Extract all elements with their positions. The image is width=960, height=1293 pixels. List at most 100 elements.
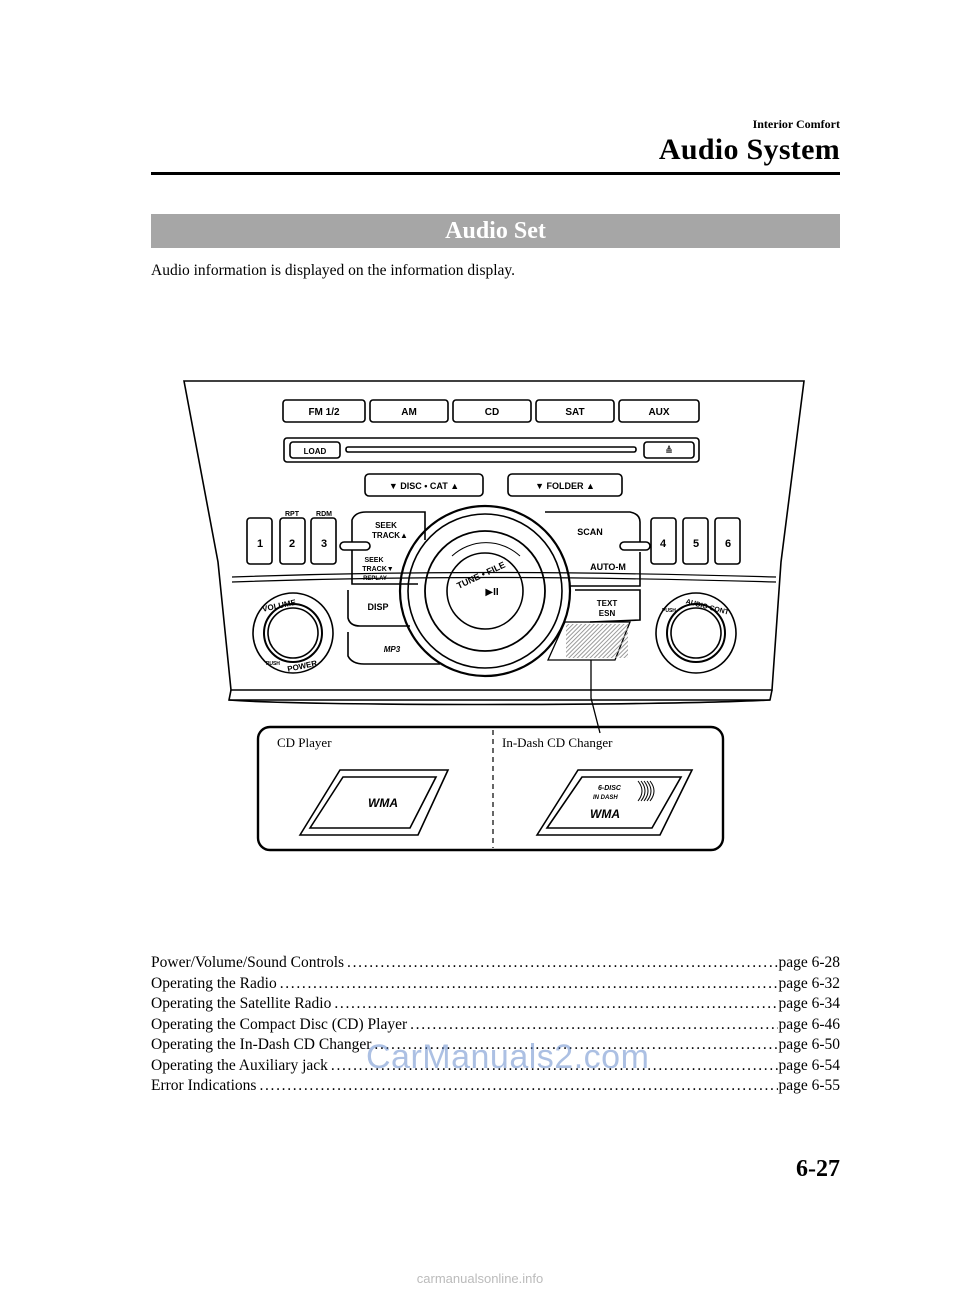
toc-dots [256,1076,778,1097]
panel-outline [183,380,805,691]
cd-player-label: CD Player [277,735,332,750]
rdm-label: RDM [316,511,332,518]
aux-label: AUX [648,407,669,418]
wma-left-label: WMA [368,796,398,810]
toc-title: Error Indications [151,1077,257,1094]
am-button [369,399,449,423]
disp-label: DISP [367,602,388,612]
audio-cont-knob [666,603,726,663]
toc-title: Power/Volume/Sound Controls [151,954,345,971]
leader-line [590,660,601,734]
toc-dots [277,974,779,995]
section-heading: Audio Set [151,214,840,248]
toc-row: Operating the Auxiliary jack page 6-54 [151,1056,840,1077]
load-button [289,441,341,459]
intro-text: Audio information is displayed on the in… [151,262,516,279]
toc-page: page 6-50 [778,1036,840,1053]
watermark-text: CarManuals2.com [366,1038,650,1076]
audio-cont-knob-ring [655,592,737,674]
page-number: 6-27 [796,1156,840,1182]
toc-page: page 6-55 [778,1077,840,1094]
folder-button [507,473,623,497]
toc-page: page 6-46 [778,1015,840,1033]
auto-m-button [570,552,641,587]
disp-button [347,590,410,627]
preset-4-button [650,517,677,565]
sat-label: SAT [565,407,584,418]
six-disc-label: 6-DISC [598,785,622,792]
section-title: Audio System [658,133,840,166]
footer-text: carmanualsonline.info [416,1271,544,1286]
toc-dots [344,953,778,974]
toc-row: Operating the Radiopage 6-32 [151,974,840,995]
wma-badge-right [535,769,694,836]
eject-button [643,441,695,459]
text-label: TEXT [597,599,618,608]
volume-knob-ring [252,592,334,674]
seek-up-label-2: TRACK▲ [372,531,408,540]
toc-page: page 6-34 [778,995,840,1012]
preset-6-button [714,517,741,565]
aux-button [618,399,700,423]
preset-2-label: 2 [289,538,295,550]
esn-label: ESN [599,609,616,618]
toc-page: page 6-54 [778,1056,840,1074]
toc-title: Operating the Auxiliary jack [151,1056,328,1074]
toc-title: Operating the In-Dash CD Changer [151,1036,372,1053]
toc-row: Operating the In-Dash CD Changer page 6-5… [151,1035,840,1056]
rpt-label: RPT [285,511,300,518]
preset-5-label: 5 [693,538,699,550]
preset-1-label: 1 [257,538,263,550]
header-rule [151,172,840,175]
toc-page: page 6-32 [778,974,840,992]
play-pause-label: ▶II [485,587,498,598]
toc-title: Operating the Compact Disc (CD) Player [151,1015,408,1033]
preset-2-button [279,517,306,565]
load-label: LOAD [304,447,327,456]
sat-button [535,399,615,423]
cd-button [452,399,532,423]
tune-dial-outer [398,504,572,678]
toc-page: page 6-28 [778,954,840,971]
tune-file-label: TUNE • FILE [455,560,506,591]
toc-list: Power/Volume/Sound Controls page 6-28Oper… [151,953,840,1097]
scan-label: SCAN [577,527,603,537]
scan-button [545,511,641,542]
wma-right-label: WMA [590,807,620,821]
preset-1-button [246,517,273,565]
folder-label: ▼ FOLDER ▲ [535,481,595,491]
cd-slot-bezel [283,437,700,463]
logo-slot [546,621,631,661]
play-pause-button [446,552,524,630]
preset-6-label: 6 [725,538,731,550]
in-dash-changer-label: In-Dash CD Changer [502,735,613,750]
preset-5-button [682,517,709,565]
mp3-label: MP3 [384,645,401,654]
cd-label: CD [485,407,499,418]
mp3-zone [347,632,440,665]
toc-title: Operating the Satellite Radio [151,995,332,1012]
section-label: Interior Comfort [752,117,840,131]
toc-row: Operating the Compact Disc (CD) Player pa… [151,1015,840,1036]
auto-m-label: AUTO-M [590,562,626,572]
preset-3-button [310,517,337,565]
toc-row: Operating the Satellite Radio page 6-34 [151,994,840,1015]
fm-button [282,399,366,423]
text-button [575,589,641,623]
callout-box [256,725,725,852]
cd-slot [345,446,637,453]
wma-badge-left [298,769,450,836]
volume-knob [263,603,323,663]
disc-cat-label: ▼ DISC • CAT ▲ [389,481,459,491]
seek-down-label-1: SEEK [364,557,383,564]
push-left-label: PUSH [266,661,280,667]
disc-stack-icon [637,780,655,802]
toc-row: Error Indications page 6-55 [151,1076,840,1097]
seek-down-label-2: TRACK▼ [362,566,393,573]
fm-label: FM 1/2 [308,407,340,418]
preset-3-label: 3 [321,538,327,550]
seek-up-button [351,511,426,542]
am-label: AM [401,407,417,418]
in-dash-label: IN DASH [593,795,618,801]
